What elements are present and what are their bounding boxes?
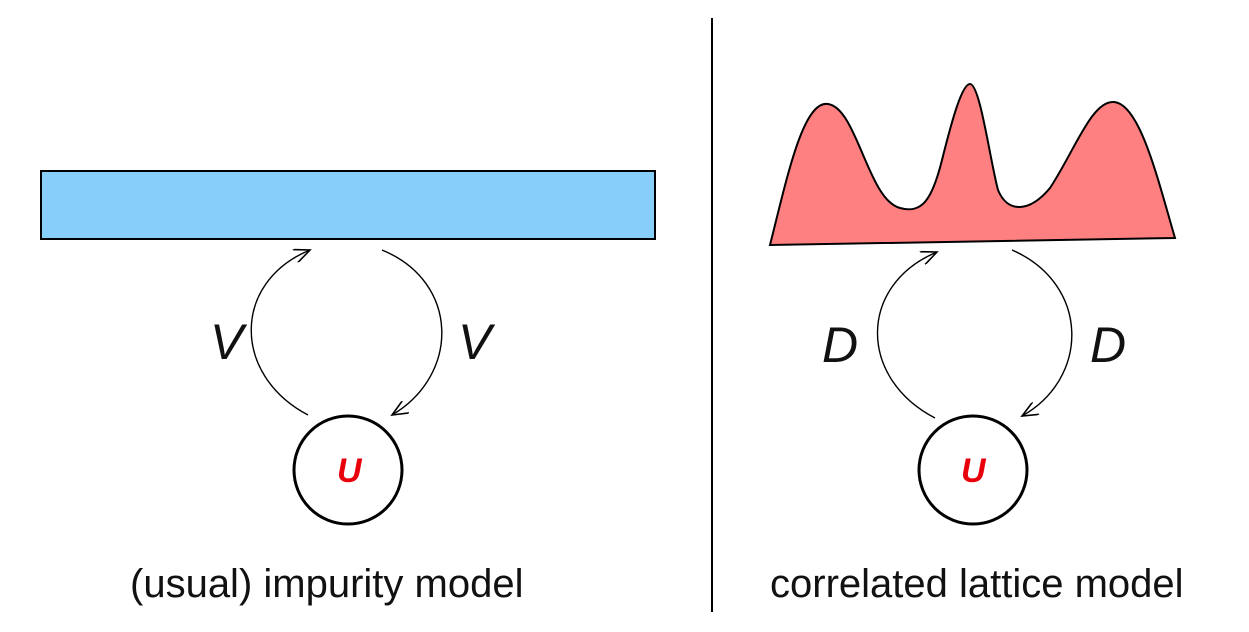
hop-arrow-down-right (1011, 249, 1073, 416)
impurity-site-circle (292, 414, 404, 526)
hybridization-label-right: D (1090, 317, 1126, 373)
hop-arrow-up-left (876, 252, 937, 419)
impurity-model-caption: (usual) impurity model (130, 562, 523, 606)
interaction-label: U (337, 452, 363, 490)
lattice-model-caption: correlated lattice model (770, 562, 1184, 606)
conduction-bath-band (40, 170, 656, 240)
hybridization-label-left: V (210, 314, 248, 370)
hybridization-label-right: V (458, 314, 496, 370)
lattice-model-panel: D D U correlated lattice model (768, 82, 1184, 606)
impurity-model-panel: V V U (usual) impurity model (40, 170, 656, 606)
hop-arrow-down-right (381, 249, 443, 415)
interaction-label: U (961, 452, 987, 490)
hop-arrow-up-left (250, 250, 310, 416)
correlated-dos-curve (768, 82, 1177, 247)
hybridization-label-left: D (822, 317, 858, 373)
lattice-site-circle (917, 414, 1029, 526)
